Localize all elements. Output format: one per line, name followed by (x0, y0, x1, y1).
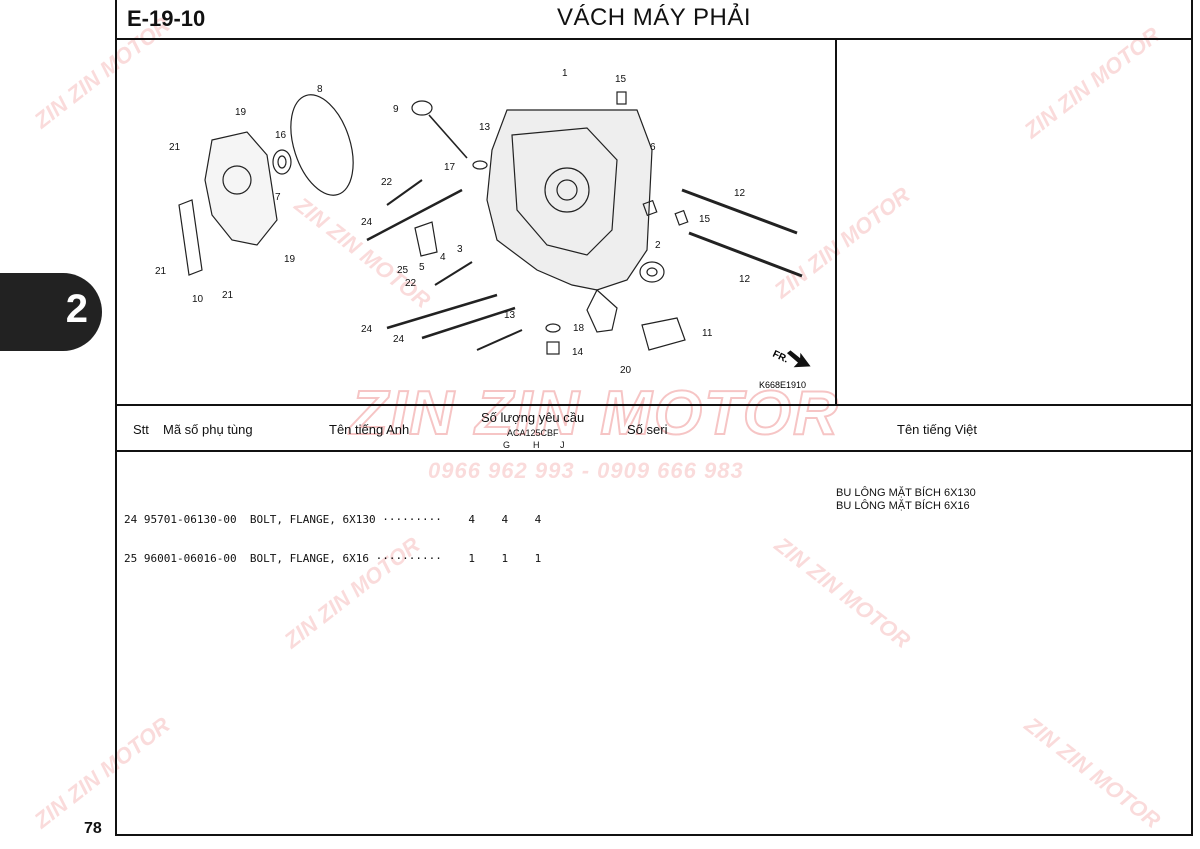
callout-label: 19 (235, 107, 247, 118)
callout-label: 13 (504, 310, 516, 321)
diagram-notes-area (837, 40, 1191, 404)
callout-label: 19 (284, 254, 296, 265)
title-bar: E-19-10 VÁCH MÁY PHẢI (115, 0, 1193, 40)
callout-label: 21 (169, 142, 181, 153)
callout-label: 22 (381, 177, 393, 188)
callout-label: 17 (444, 162, 456, 173)
callout-label: 11 (702, 328, 713, 339)
front-label: FR. (771, 349, 790, 366)
callout-label: 8 (317, 84, 323, 95)
callout-label: 5 (419, 262, 425, 273)
col-type-g: G (503, 440, 511, 450)
callout-label: 13 (479, 122, 491, 133)
section-tab: 2 (0, 273, 102, 351)
page-number: 78 (84, 820, 102, 837)
parts-table-header: Stt Mã số phụ tùng Tên tiếng Anh Số lượn… (117, 404, 1191, 452)
callout-label: 18 (573, 323, 585, 334)
callout-label: 20 (620, 365, 632, 376)
callout-label: 24 (393, 334, 405, 345)
parts-diagram: FR. K668E1910 1 2 3 4 5 6 7 8 9 10 11 12… (117, 40, 837, 404)
callout-label: 24 (361, 324, 373, 335)
section-code: E-19-10 (127, 6, 206, 31)
callout-label: 24 (361, 217, 373, 228)
callout-label: 7 (275, 192, 281, 203)
section-tab-number: 2 (65, 287, 88, 331)
col-type-j: J (560, 440, 565, 450)
col-type-h: H (533, 440, 540, 450)
callout-label: 21 (155, 266, 167, 277)
callout-label: 2 (655, 240, 661, 251)
callout-label: 10 (192, 294, 204, 305)
callout-label: 9 (393, 104, 399, 115)
callout-label: 15 (699, 214, 711, 225)
callout-label: 15 (615, 74, 627, 85)
col-name-english: Tên tiếng Anh (329, 422, 410, 437)
diagram-ref-code: K668E1910 (759, 380, 806, 390)
table-row-vi: BU LÔNG MẶT BÍCH 6X16 (836, 500, 970, 512)
callout-label: 3 (457, 244, 463, 255)
callout-label: 6 (650, 142, 656, 153)
page-frame (115, 0, 1193, 836)
callout-label: 12 (734, 188, 746, 199)
callout-label: 25 (397, 265, 409, 276)
page-title: VÁCH MÁY PHẢI (556, 4, 752, 31)
col-part-number: Mã số phụ tùng (163, 422, 253, 437)
table-row: 24 95701-06130-00 BOLT, FLANGE, 6X130 ··… (124, 513, 542, 526)
exploded-view-drawing: FR. K668E1910 1 2 3 4 5 6 7 8 9 10 11 12… (155, 68, 811, 390)
callout-label: 14 (572, 347, 584, 358)
col-quantity: Số lượng yêu cầu (481, 410, 585, 425)
col-serial: Số seri (627, 422, 668, 437)
callout-label: 22 (405, 278, 417, 289)
parts-rows-vietnamese: BU LÔNG MẶT BÍCH 6X130 BU LÔNG MẶT BÍCH … (836, 487, 976, 513)
callout-label: 16 (275, 130, 287, 141)
callout-label: 12 (739, 274, 751, 285)
table-row-vi: BU LÔNG MẶT BÍCH 6X130 (836, 487, 976, 499)
col-model: ACA125CBF (507, 428, 559, 438)
col-stt: Stt (133, 422, 149, 437)
callout-label: 4 (440, 252, 446, 263)
callout-label: 21 (222, 290, 234, 301)
parts-rows: 24 95701-06130-00 BOLT, FLANGE, 6X130 ··… (124, 487, 541, 578)
table-row: 25 96001-06016-00 BOLT, FLANGE, 6X16 ···… (124, 552, 542, 565)
front-arrow-icon (786, 350, 811, 368)
callout-label: 1 (562, 68, 568, 79)
col-name-vietnamese: Tên tiếng Việt (897, 422, 977, 437)
